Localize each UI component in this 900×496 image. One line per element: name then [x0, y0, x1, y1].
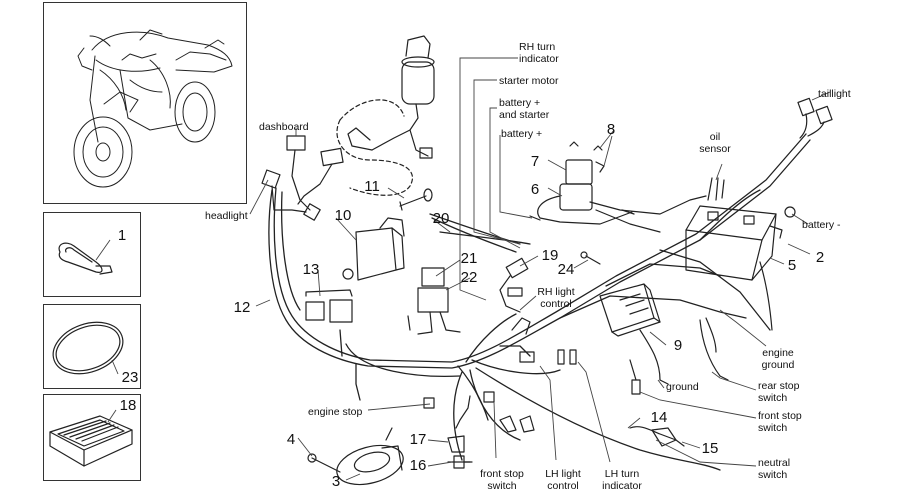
- front-stop-switch-connector: [423, 391, 535, 433]
- label-starter-motor: starter motor: [499, 75, 559, 87]
- callout-21: 21: [460, 250, 478, 267]
- callout-4: 4: [286, 431, 296, 448]
- part-9-illustration: [599, 283, 669, 385]
- callout-24: 24: [557, 261, 575, 278]
- part-18-illustration: [49, 415, 133, 467]
- part-24-screw: [580, 251, 601, 265]
- callout-19: 19: [541, 247, 559, 264]
- starter-relay-illustration: [529, 141, 707, 233]
- part-23-inset-frame: [43, 304, 141, 389]
- callout-15: 15: [701, 440, 719, 457]
- label-front-stop-switch-bottom: front stop switch: [480, 468, 524, 492]
- callout-16: 16: [409, 457, 427, 474]
- part-13-illustration: [305, 289, 353, 323]
- label-battery-minus: battery -: [802, 219, 841, 231]
- starter-motor-illustration: [336, 35, 435, 196]
- callout-10: 10: [334, 207, 352, 224]
- label-lh-turn-indicator: LH turn indicator: [602, 468, 642, 492]
- callout-8: 8: [606, 121, 616, 138]
- callout-7: 7: [530, 153, 540, 170]
- part-1-illustration: [58, 242, 113, 275]
- callout-17: 17: [409, 431, 427, 448]
- label-battery-plus-starter: battery + and starter: [499, 97, 550, 121]
- callout-1: 1: [117, 227, 127, 244]
- callout-23: 23: [121, 369, 139, 386]
- part-17-switch: [447, 395, 471, 453]
- callout-18: 18: [119, 397, 137, 414]
- label-headlight: headlight: [205, 210, 248, 222]
- label-neutral-switch: neutral switch: [758, 457, 791, 481]
- callout-12: 12: [233, 299, 251, 316]
- label-ground: ground: [666, 381, 699, 393]
- label-rear-stop-switch: rear stop switch: [758, 380, 800, 404]
- motorcycle-illustration: [73, 29, 233, 188]
- callout-13: 13: [302, 261, 320, 278]
- spark-plug-cap: [629, 426, 685, 447]
- dashboard-connectors: [261, 135, 344, 221]
- oil-sensor-leads: [707, 177, 725, 201]
- callout-11: 11: [364, 178, 380, 195]
- part-11-bolt: [399, 188, 433, 211]
- main-harness: [268, 133, 811, 471]
- label-taillight: taillight: [818, 88, 851, 100]
- horn-illustration: [336, 427, 404, 486]
- callout-9: 9: [673, 337, 683, 354]
- taillight-connector: [797, 97, 833, 139]
- callout-2: 2: [815, 249, 825, 266]
- leader-lines: [95, 57, 831, 481]
- callout-6: 6: [530, 181, 540, 198]
- callout-14: 14: [650, 409, 668, 426]
- label-lh-light-control: LH light control: [545, 468, 581, 492]
- part-10-illustration: [342, 217, 405, 281]
- label-dashboard: dashboard: [259, 121, 309, 133]
- label-engine-stop: engine stop: [308, 406, 363, 418]
- callout-22: 22: [460, 269, 478, 286]
- label-oil-sensor: oil sensor: [699, 131, 731, 155]
- label-rh-turn-indicator: RH turn indicator: [519, 41, 559, 65]
- switch-leads: [519, 317, 729, 395]
- part-4-bolt: [307, 453, 341, 473]
- part-21-22-illustration: [407, 267, 461, 335]
- part-23-illustration: [52, 321, 124, 375]
- label-front-stop-switch-right: front stop switch: [758, 410, 802, 434]
- label-rh-light-control: RH light control: [537, 286, 575, 310]
- callout-3: 3: [331, 473, 341, 490]
- part-19-connector: [499, 257, 531, 335]
- battery-illustration: [685, 205, 796, 331]
- label-battery-plus: battery +: [501, 128, 543, 140]
- callout-5: 5: [787, 257, 797, 274]
- callout-20: 20: [432, 210, 450, 227]
- label-engine-ground: engine ground: [761, 347, 795, 371]
